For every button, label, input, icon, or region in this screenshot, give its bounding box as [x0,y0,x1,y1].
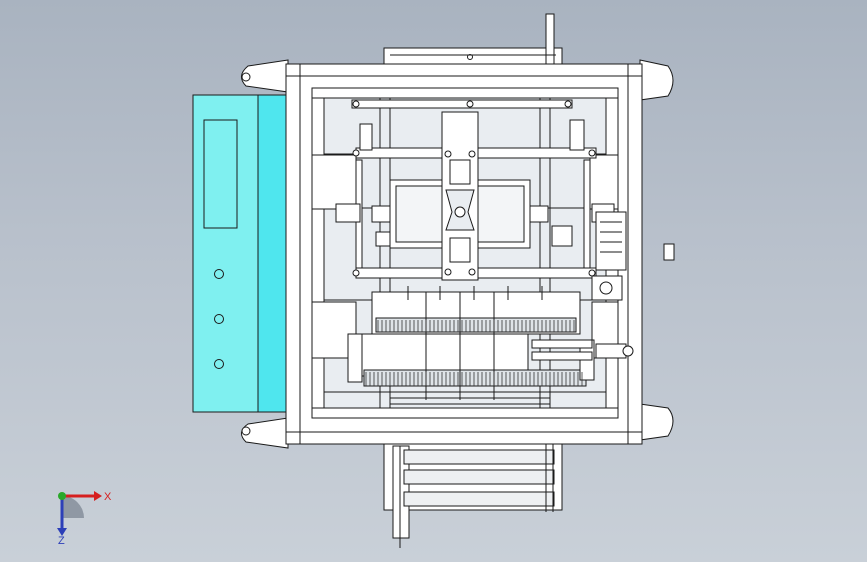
control-cabinet[interactable] [192,94,291,413]
y-axis-dot [58,492,66,500]
guide-rails [311,98,619,408]
comb-teeth [365,320,583,386]
bottom-conveyor [383,437,563,548]
triad-shadow [62,496,84,518]
x-axis-arrow [94,491,102,501]
drive-motor [591,211,627,301]
x-axis-label: X [104,491,112,503]
top-conveyor [383,13,563,101]
gripper-head[interactable] [335,111,615,281]
mounting-ears [241,59,675,449]
z-axis-label: Z [58,535,65,547]
axis-triad[interactable]: X Z [40,478,120,548]
z-axis-arrow [57,528,67,536]
